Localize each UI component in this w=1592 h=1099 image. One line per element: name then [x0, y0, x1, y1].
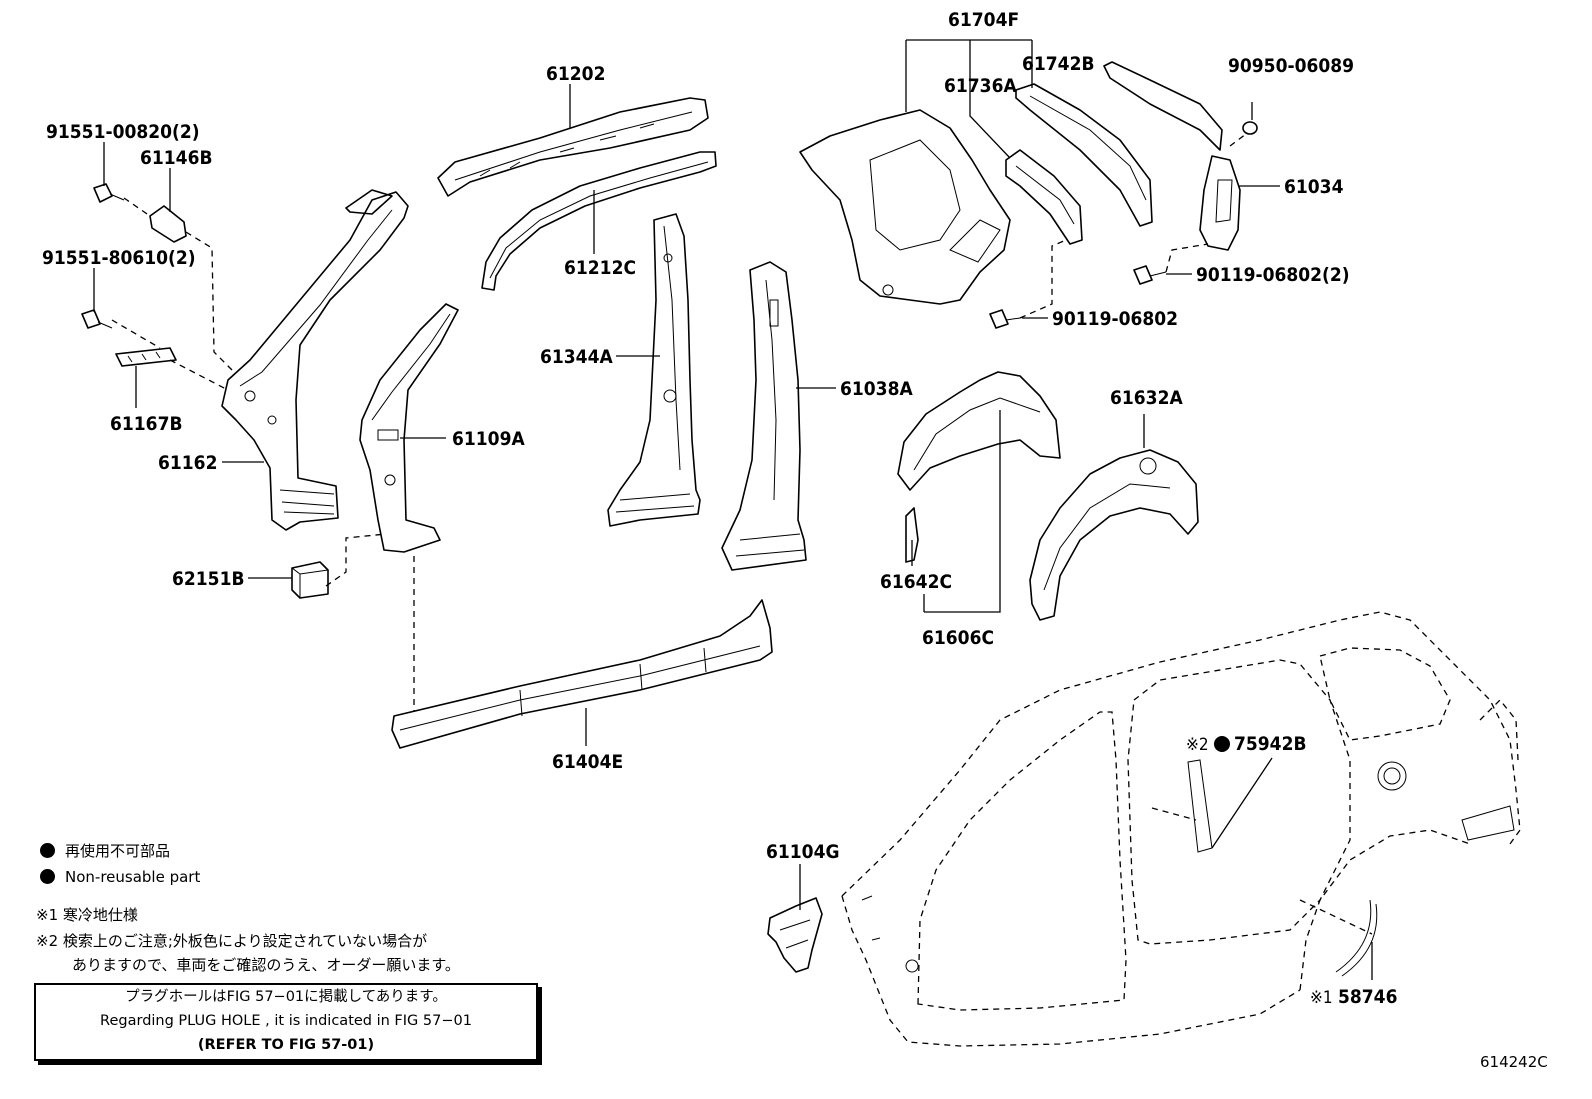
label-61146B: 61146B — [140, 147, 213, 169]
plug-hole-notice: プラグホールはFIG 57−01に掲載してあります。 Regarding PLU… — [34, 983, 538, 1061]
label-61704F: 61704F — [948, 9, 1019, 31]
label-61642C: 61642C — [880, 571, 952, 593]
legend-en-text: Non-reusable part — [65, 868, 201, 886]
label-90119-06802: 90119-06802 — [1052, 308, 1178, 330]
plug-hole-line-3: (REFER TO FIG 57-01) — [197, 1037, 375, 1053]
legend-en: Non-reusable part — [40, 864, 200, 890]
non-reusable-dot-icon — [40, 843, 55, 858]
label-90950-06089: 90950-06089 — [1228, 55, 1354, 77]
part-61109A-drawing — [359, 303, 459, 553]
label-61742B: 61742B — [1022, 53, 1095, 75]
note-2-line-2: ありますので、車両をご確認のうえ、オーダー願います。 — [72, 956, 460, 974]
part-61202-drawing — [437, 97, 709, 197]
label-61736A: 61736A — [944, 75, 1017, 97]
non-reusable-dot-icon — [1214, 736, 1230, 752]
note-mark-2: ※2 — [1186, 735, 1209, 755]
bracket-61146B-drawing — [149, 205, 187, 243]
bolt-90119-06802-2-drawing — [1133, 265, 1167, 285]
label-61104G: 61104G — [766, 841, 840, 863]
label-61344A: 61344A — [540, 346, 613, 368]
note-2-line-1: ※2 検索上のご注意;外板色により設定されていない場合が — [36, 932, 428, 950]
label-61606C: 61606C — [922, 627, 994, 649]
label-91551-00820: 91551-00820(2) — [46, 121, 200, 143]
part-61344A-drawing — [607, 213, 701, 527]
label-61109A: 61109A — [452, 428, 525, 450]
label-58746-group: ※1 58746 — [1310, 986, 1397, 1008]
legend-jp-text: 再使用不可部品 — [65, 842, 171, 860]
legend-jp: 再使用不可部品 — [40, 838, 170, 864]
part-61736A-drawing — [1005, 149, 1083, 245]
label-90119-06802-2: 90119-06802(2) — [1196, 264, 1350, 286]
label-61404E: 61404E — [552, 751, 623, 773]
note-1: ※1 寒冷地仕様 — [36, 906, 138, 924]
label-61162: 61162 — [158, 452, 217, 474]
part-61162-drawing — [221, 189, 409, 531]
part-61404E-drawing — [391, 599, 773, 749]
part-61606C-drawing — [897, 371, 1061, 563]
part-61704F-drawing — [799, 109, 1011, 305]
label-61212C: 61212C — [564, 257, 636, 279]
label-61202: 61202 — [546, 63, 605, 85]
part-61632A-drawing — [1029, 449, 1199, 621]
label-61034: 61034 — [1284, 176, 1344, 198]
label-61632A: 61632A — [1110, 387, 1183, 409]
label-58746: 58746 — [1338, 986, 1397, 1008]
plug-hole-line-1: プラグホールはFIG 57−01に掲載してあります。 — [125, 989, 447, 1005]
figure-code: 614242C — [1480, 1053, 1548, 1071]
part-61038A-drawing — [721, 261, 807, 571]
label-62151B: 62151B — [172, 568, 245, 590]
grommet-90950-06089-drawing — [1242, 121, 1258, 135]
note-mark-1: ※1 — [1310, 988, 1333, 1008]
part-61742B-drawing — [1015, 83, 1153, 227]
bolt-91551-00820-drawing — [93, 183, 125, 203]
body-side-assembly-drawing — [841, 611, 1521, 1047]
plug-hole-line-2: Regarding PLUG HOLE , it is indicated in… — [100, 1013, 472, 1029]
part-61104G-drawing — [767, 897, 823, 973]
bolt-90119-06802-drawing — [989, 309, 1021, 329]
bracket-61167B-drawing — [115, 347, 177, 367]
leader-lines — [93, 39, 1373, 980]
label-91551-80610: 91551-80610(2) — [42, 247, 196, 269]
label-75942B-group: ※2 75942B — [1186, 733, 1307, 755]
bolt-91551-80610-drawing — [81, 309, 113, 329]
label-75942B: 75942B — [1234, 733, 1307, 755]
part-61034-drawing — [1103, 61, 1241, 251]
pad-62151B-drawing — [291, 561, 329, 599]
non-reusable-dot-icon — [40, 869, 55, 884]
part-61212C-drawing — [481, 151, 717, 291]
label-61038A: 61038A — [840, 378, 913, 400]
label-61167B: 61167B — [110, 413, 183, 435]
